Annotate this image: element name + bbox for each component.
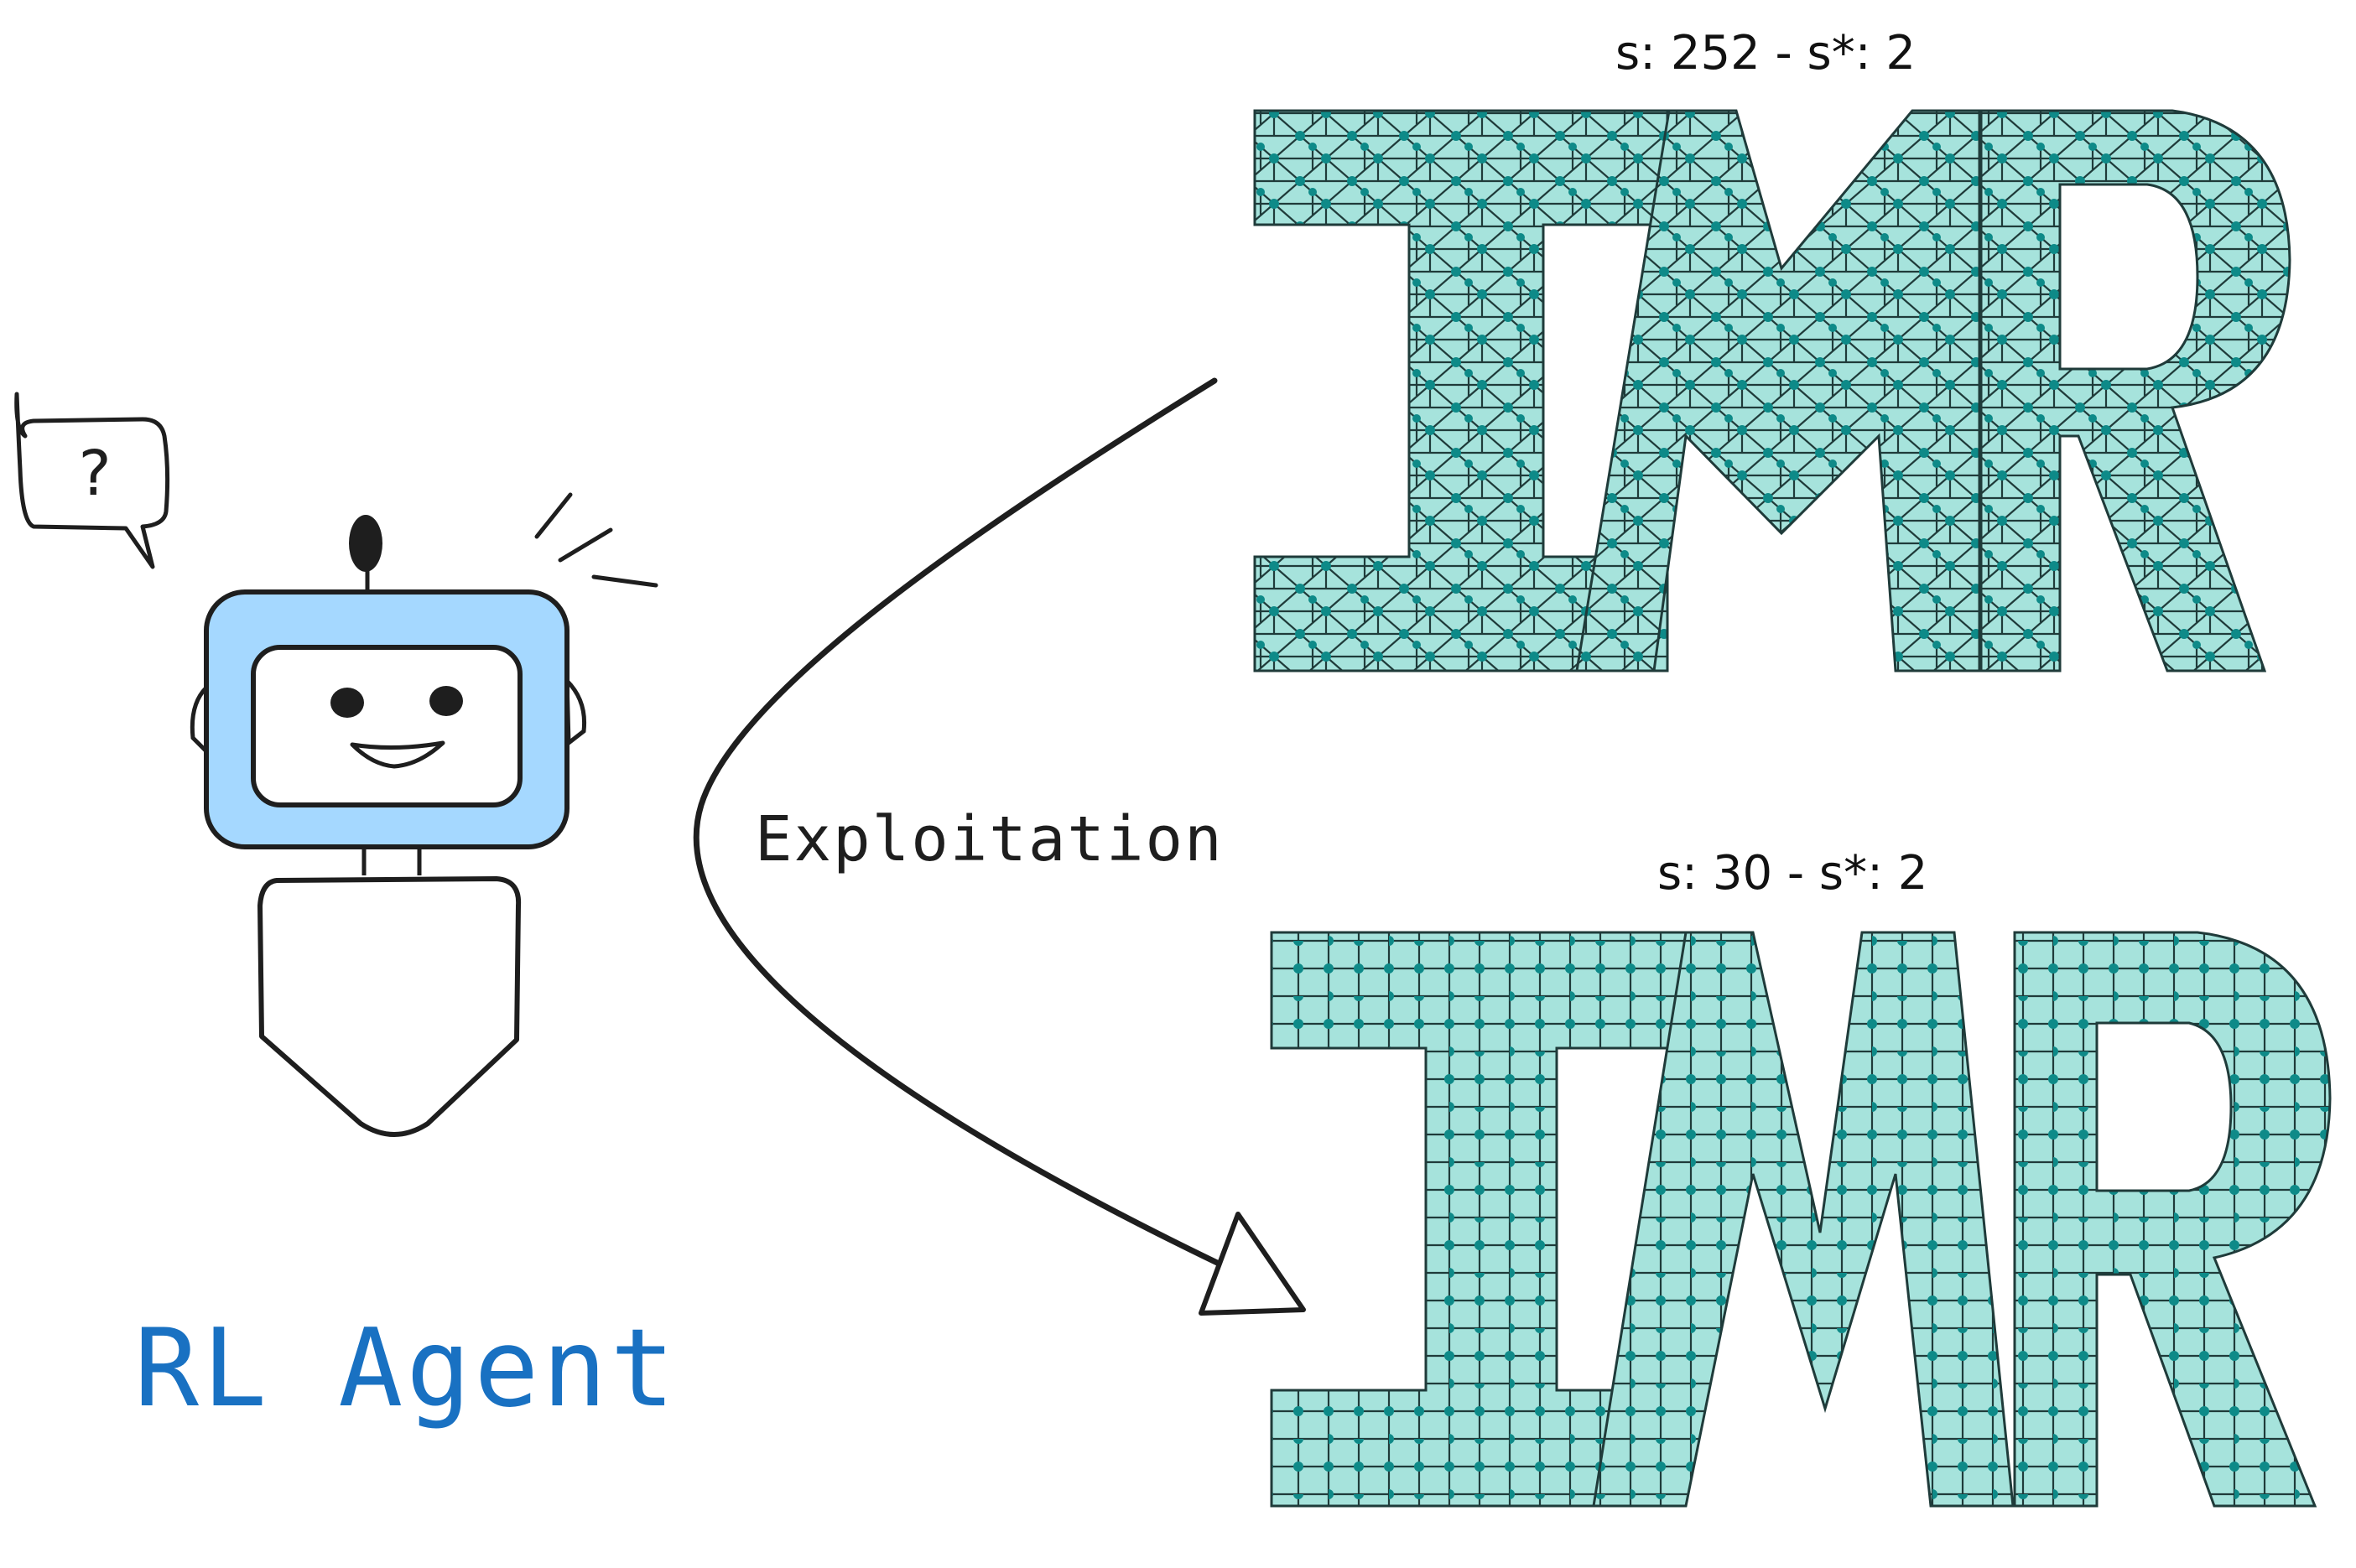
rl-agent-robot: ? RL Agent	[14, 392, 679, 1431]
left-ear	[190, 682, 209, 757]
mesh2-letter-r	[2013, 931, 2332, 1508]
robot-neck	[361, 847, 422, 875]
mesh2-letter-m	[1592, 931, 2015, 1508]
robot-body	[257, 876, 522, 1137]
mesh-title-2: s: 30 - s*: 2	[1657, 846, 1927, 901]
thought-bubble: ?	[14, 392, 170, 569]
right-eye	[429, 686, 463, 716]
arrow-head	[1199, 1212, 1306, 1316]
thought-text: ?	[75, 438, 113, 510]
robot-face-screen	[251, 645, 523, 807]
left-eye	[330, 688, 364, 718]
mesh-triangular: s: 252 - s*: 2	[1253, 26, 2291, 672]
mesh1-letter-m	[1575, 109, 1981, 672]
antenna	[349, 515, 382, 592]
agent-label: RL Agent	[134, 1306, 679, 1431]
mesh-quadrilateral: s: 30 - s*: 2	[1270, 846, 2332, 1508]
mesh1-letter-r	[1979, 109, 2291, 672]
exploitation-arrow: Exploitation	[693, 377, 1306, 1316]
right-ear	[564, 675, 587, 748]
mesh-title-1: s: 252 - s*: 2	[1615, 26, 1916, 80]
smile	[350, 740, 445, 769]
arrow-label: Exploitation	[755, 803, 1224, 875]
excitement-lines	[534, 492, 658, 588]
